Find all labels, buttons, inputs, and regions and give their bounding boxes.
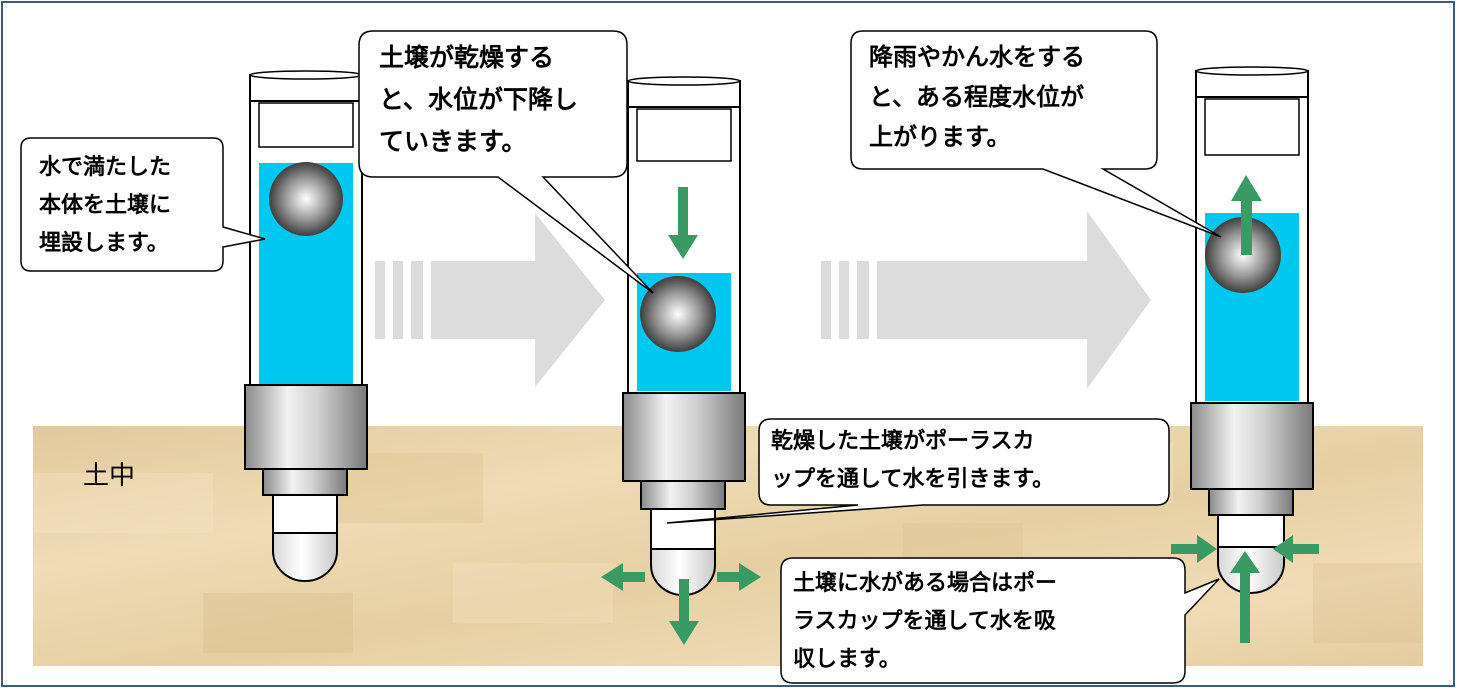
- process-arrow-2: [821, 211, 1151, 389]
- callout-line: と、水位が下降し: [379, 85, 579, 114]
- callout-step1-text: 水で満たした 本体を土壌に 埋設します。: [39, 149, 171, 263]
- callout-dry-shape: [666, 418, 1170, 524]
- callout-line: 降雨やかん水をする: [869, 43, 1085, 71]
- callout-line: と、ある程度水位が: [869, 83, 1085, 111]
- callout-line: 埋設します。: [39, 231, 169, 256]
- float-ball: [269, 162, 343, 236]
- callout-step3-text: 降雨やかん水をする と、ある程度水位が 上がります。: [869, 37, 1085, 157]
- callout-line: 本体を土壌に: [39, 193, 172, 218]
- inflow-arrows: [1171, 535, 1319, 643]
- callout-line: ラスカップを通して水を吸: [793, 609, 1056, 634]
- callout-line: 土壌に水がある場合はポー: [793, 571, 1058, 596]
- callout-line: 上がります。: [869, 123, 1011, 151]
- callout-step2-text: 土壌が乾燥する と、水位が下降し ていきます。: [379, 37, 578, 163]
- callout-2-shape: [358, 30, 654, 294]
- callout-line: 乾燥した土壌がポーラスカ: [771, 429, 1035, 454]
- soil-label: 土中: [83, 461, 136, 491]
- callout-line: ップを通して水を引きます。: [771, 467, 1055, 492]
- water-level-up-arrow: [1231, 175, 1262, 255]
- callout-line: 収します。: [793, 647, 901, 672]
- callout-1-shape: [20, 137, 266, 272]
- callout-3-shape: [850, 30, 1222, 238]
- callout-wet-soil-text: 土壌に水がある場合はポー ラスカップを通して水を吸 収します。: [793, 565, 1057, 679]
- callout-line: 土壌が乾燥する: [379, 43, 555, 72]
- callout-line: ていきます。: [379, 127, 527, 156]
- float-ball: [640, 276, 716, 352]
- callout-line: 水で満たした: [39, 155, 172, 180]
- tensiometer-1: [244, 70, 368, 582]
- callout-wet-shape: [780, 557, 1220, 684]
- outflow-arrows: [601, 563, 761, 645]
- callout-dry-soil-text: 乾燥した土壌がポーラスカ ップを通して水を引きます。: [771, 423, 1054, 499]
- process-arrow-1: [375, 213, 605, 387]
- water-level-down-arrow: [668, 187, 698, 259]
- tensiometer-diagram: [20, 30, 1423, 684]
